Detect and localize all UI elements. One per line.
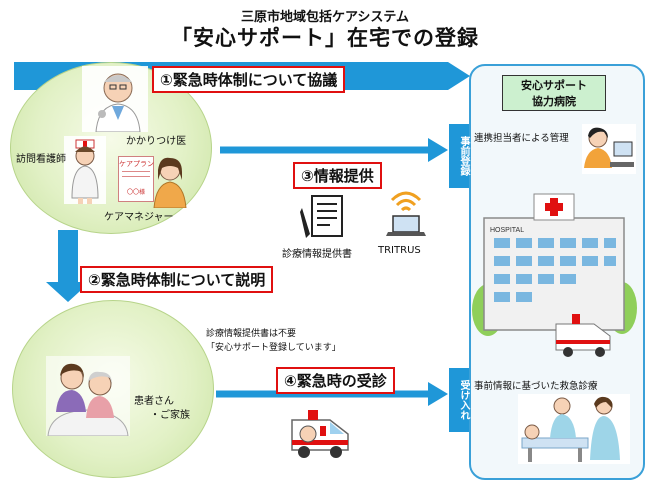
diagram-title: 三原市地域包括ケアシステム: [240, 10, 410, 25]
step4-box: ④緊急時の受診: [276, 367, 395, 394]
step3-box: ③情報提供: [293, 162, 382, 189]
care-plan-card-name: 〇〇様: [126, 189, 145, 196]
nurse-icon: [64, 136, 106, 204]
visiting-nurse-label: 訪問看護師: [16, 154, 66, 165]
patient-family-icon: [46, 356, 130, 436]
info-arrow-head: [428, 138, 448, 162]
note-line1: 診療情報提供書は不要: [206, 329, 297, 339]
hospital-building-icon: HOSPITAL: [472, 193, 637, 357]
ambulance-icon: [291, 410, 349, 458]
emergency-label: 事前情報に基づいた救急診療: [474, 381, 598, 392]
care-manager-label: ケアマネジャー: [104, 212, 174, 223]
family-label: ・ご家族: [150, 410, 190, 421]
care-manager-icon: [153, 157, 187, 208]
doctor-icon: [82, 66, 148, 132]
down-arrow: [46, 230, 90, 302]
staff-computer-icon: [582, 124, 636, 174]
tab-prereg: 事前登録: [449, 124, 469, 188]
hospital-sign: HOSPITAL: [490, 227, 524, 234]
hospital-title: 安心サポート 協力病院: [502, 75, 606, 111]
emergency-treatment-icon: [518, 394, 630, 464]
device-label: TRITRUS: [378, 245, 421, 256]
step1-box: ①緊急時体制について協議: [152, 66, 346, 93]
care-plan-card-title: ケアプラン: [119, 160, 154, 168]
document-icon: [300, 195, 343, 238]
care-plan-card: ケアプラン 〇〇様: [118, 156, 154, 202]
doc-label: 診療情報提供書: [282, 249, 352, 260]
patient-label: 患者さん: [134, 396, 174, 407]
laptop-wifi-icon: [386, 191, 426, 236]
note-line2: 「安心サポート登録しています」: [206, 343, 341, 353]
hospital-title-line1: 安心サポート: [521, 79, 587, 92]
visit-arrow-head: [428, 382, 448, 406]
step2-box: ②緊急時体制について説明: [80, 266, 274, 293]
manager-label: 連携担当者による管理: [474, 133, 569, 144]
tab-accept: 受け入れ: [449, 368, 469, 432]
diagram-subtitle: 「安心サポート」在宅での登録: [171, 26, 479, 50]
hospital-title-line2: 協力病院: [532, 95, 576, 108]
family-doctor-label: かかりつけ医: [126, 136, 187, 147]
